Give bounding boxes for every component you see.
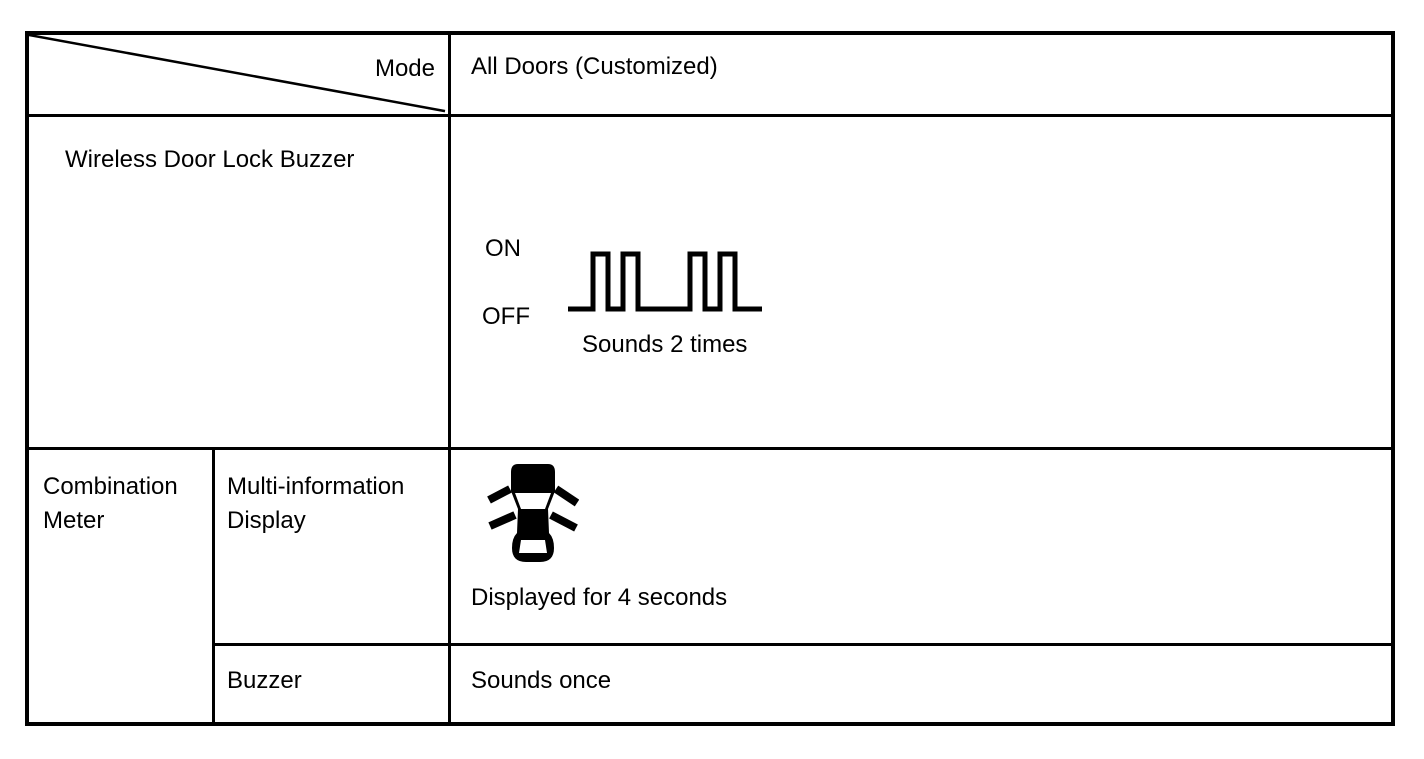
waveform-on-label: ON xyxy=(485,235,521,262)
mode-header-label: Mode xyxy=(374,55,435,82)
meter-buzzer-value-cell: Sounds once xyxy=(451,646,1391,722)
multi-information-display-label: Multi-information Display xyxy=(227,473,405,534)
car-doors-open-icon xyxy=(487,464,579,562)
meter-buzzer-label: Buzzer xyxy=(227,667,302,694)
display-indication-cell: Displayed for 4 seconds xyxy=(451,450,1391,646)
mode-value: All Doors (Customized) xyxy=(471,53,718,80)
combination-meter-cell: Combination Meter xyxy=(29,450,215,722)
buzzer-waveform-cell: ON OFF Sounds 2 times xyxy=(451,117,1391,450)
meter-buzzer-value: Sounds once xyxy=(471,667,612,694)
customization-table: Mode All Doors (Customized) Wireless Doo… xyxy=(25,31,1395,726)
meter-buzzer-cell: Buzzer xyxy=(215,646,451,722)
wireless-door-lock-buzzer-label: Wireless Door Lock Buzzer xyxy=(65,146,355,173)
mode-value-cell: All Doors (Customized) xyxy=(451,35,1391,117)
waveform-caption: Sounds 2 times xyxy=(582,331,748,358)
header-corner-cell: Mode xyxy=(29,35,451,117)
waveform-off-label: OFF xyxy=(482,303,530,330)
display-duration-caption: Displayed for 4 seconds xyxy=(471,584,728,611)
buzzer-pulse-waveform xyxy=(568,251,762,312)
combination-meter-label: Combination Meter xyxy=(43,473,178,534)
diagonal-divider-line xyxy=(29,35,446,113)
multi-information-display-cell: Multi-information Display xyxy=(215,450,451,646)
wireless-door-lock-buzzer-cell: Wireless Door Lock Buzzer xyxy=(29,117,451,450)
